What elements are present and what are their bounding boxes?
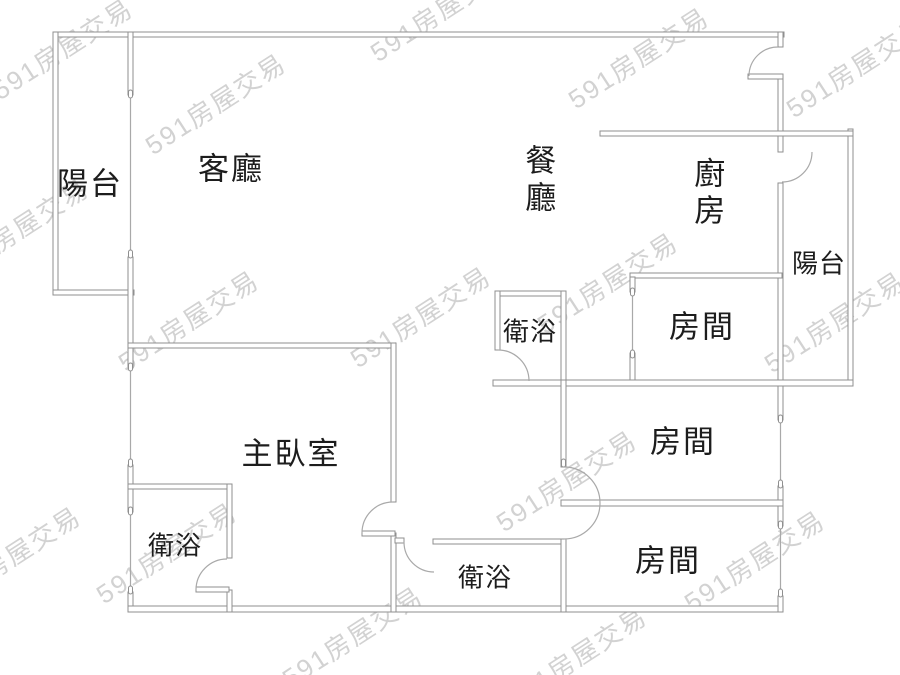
room-label-bedroom-lower-right: 房間 <box>635 543 701 579</box>
middle-room-door-arc <box>563 466 601 504</box>
room-label-bathroom-lower: 衛浴 <box>457 563 513 593</box>
interior-walls <box>127 73 854 613</box>
room-label-living-room: 客廳 <box>198 151 264 187</box>
room-label-master-bedroom: 主臥室 <box>241 436 341 472</box>
room-label-kitchen: 廚房 <box>689 157 725 231</box>
room-label-bedroom-upper-right: 房間 <box>669 309 735 345</box>
kitchen-balcony-door-arc <box>781 151 813 183</box>
room-label-bathroom-master: 衛浴 <box>147 531 203 561</box>
window-end-caps <box>128 89 783 598</box>
window-lines <box>129 98 782 591</box>
upper-bath-door-arc <box>497 349 530 382</box>
room-label-bathroom-upper: 衛浴 <box>502 317 558 347</box>
entry-door-arc <box>748 46 779 77</box>
door-arcs <box>195 46 813 591</box>
exterior-walls <box>52 31 854 613</box>
room-label-bedroom-middle-right: 房間 <box>650 424 716 460</box>
room-label-balcony-left: 陽台 <box>57 166 123 202</box>
master-bath-door-arc <box>195 558 228 591</box>
room-label-balcony-right: 陽台 <box>791 249 847 279</box>
room-label-dining-room: 餐廳 <box>520 144 556 218</box>
lower-room-door-arc <box>563 502 601 540</box>
lower-bath-door-arc <box>403 541 435 573</box>
master-door-arc <box>361 501 394 534</box>
